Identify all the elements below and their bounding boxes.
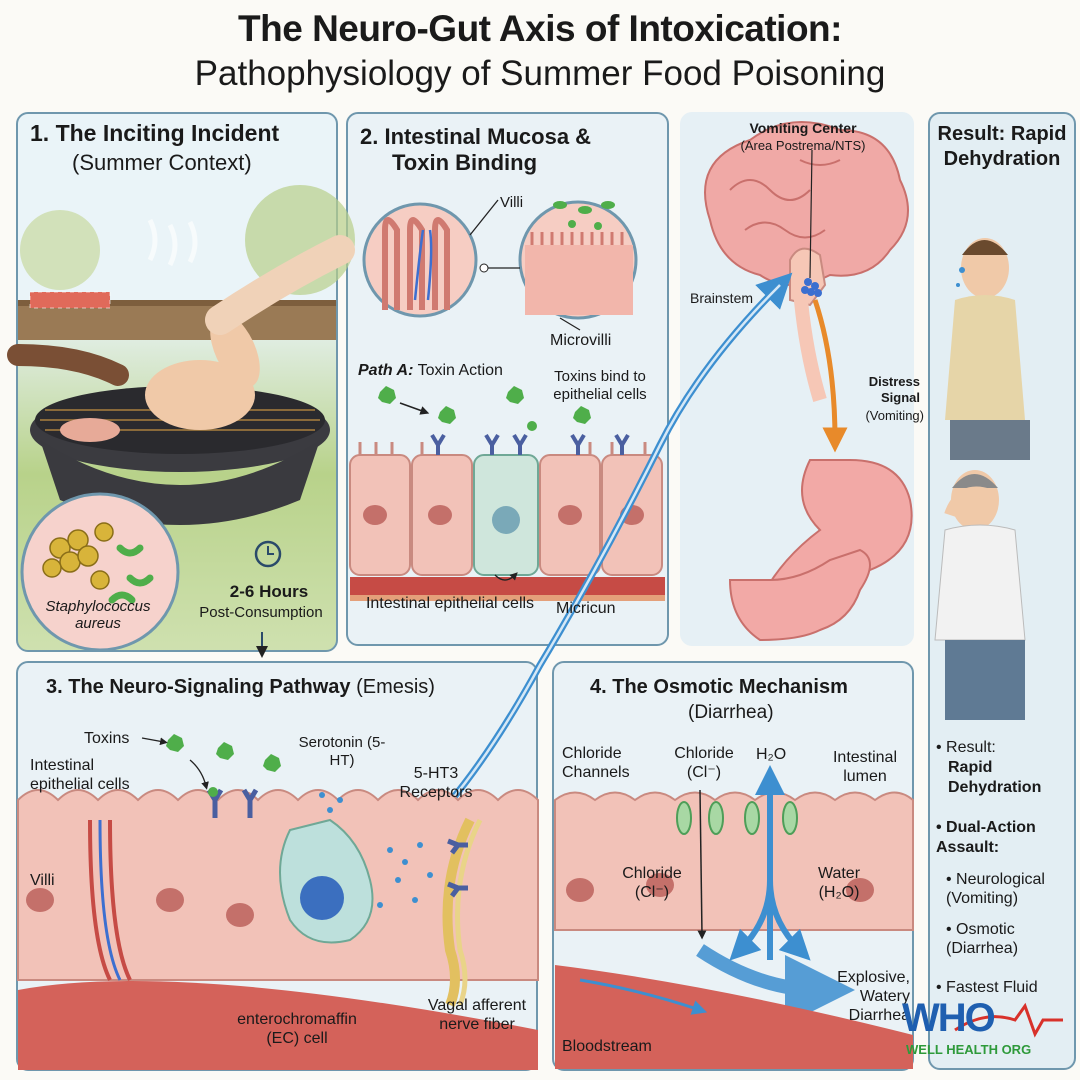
p3-villi-label: Villi	[30, 872, 55, 889]
epithelial-cells-label: Intestinal epithelial cells	[365, 595, 535, 612]
result-bullet-1: • Result:Rapid Dehydration	[936, 738, 1072, 798]
distress-signal-label: Distress Signal	[868, 374, 920, 405]
chloride-mid-label: Chloride (Cl⁻)	[622, 865, 682, 901]
intestinal-lumen-label: Intestinal lumen	[832, 749, 898, 785]
panel3-heading-bold: 3. The Neuro-Signaling Pathway	[46, 676, 351, 698]
who-logo-mark	[954, 1002, 1063, 1038]
brainstem-label: Brainstem	[690, 290, 754, 306]
serotonin-label: Serotonin (5-HT)	[298, 734, 386, 769]
neuro-signaling-illustration	[17, 734, 539, 1070]
vagal-fiber-label: Vagal afferent nerve fiber	[427, 997, 527, 1033]
ec-cell-label: enterochromaffin (EC) cell	[237, 1011, 357, 1047]
result-sub-1-text: Neurological (Vomiting)	[946, 871, 1045, 907]
result-sub-1: • Neurological (Vomiting)	[946, 871, 1045, 907]
bacteria-label: Staphylococcus aureus	[45, 598, 151, 632]
bloodstream-label: Bloodstream	[562, 1038, 652, 1055]
toxins-bind-label: Toxins bind to epithelial cells	[553, 368, 647, 403]
dehydrated-person-figures	[934, 238, 1030, 720]
time-sublabel: Post-Consumption	[199, 604, 323, 621]
result-bullet-3: • Fastest Fluid	[936, 979, 1038, 996]
brain-illustration	[704, 121, 913, 642]
area-postrema-label: (Area Postrema/NTS)	[740, 138, 866, 153]
bbq-scene	[7, 185, 355, 658]
result-bullet-2: • Dual-Action Assault:	[936, 819, 1036, 856]
panel4-subheading: (Diarrhea)	[688, 702, 774, 723]
result-sub-2: • Osmotic (Diarrhea)	[946, 921, 1019, 957]
panel4-heading: 4. The Osmotic Mechanism	[590, 676, 848, 698]
page-subtitle: Pathophysiology of Summer Food Poisoning	[194, 54, 886, 93]
microvilli-label: Microvilli	[550, 332, 612, 349]
h2o-label: H₂O	[756, 746, 787, 763]
panel1-subheading: (Summer Context)	[72, 150, 252, 175]
vomiting-center-label: Vomiting Center	[749, 120, 857, 136]
path-a-text: Toxin Action	[417, 362, 503, 379]
water-label: Water (H₂O)	[817, 865, 861, 901]
villi-label: Villi	[500, 194, 524, 211]
result-sub-2-text: Osmotic (Diarrhea)	[946, 921, 1019, 957]
receptors-label: 5-HT3 Receptors	[399, 765, 473, 801]
panel2-heading-line1: 2. Intestinal Mucosa &	[360, 124, 592, 149]
time-label: 2-6 Hours	[229, 582, 309, 601]
path-a-bold: Path A:	[358, 362, 414, 379]
p3-epithelial-label: Intestinal epithelial cells	[30, 757, 130, 793]
micricun-label: Micricun	[556, 600, 616, 617]
chloride-top-label: Chloride (Cl⁻)	[674, 745, 734, 781]
result-bullet-1-bold: Rapid Dehydration	[948, 759, 1042, 796]
result-bullet-1-prefix: Result:	[946, 739, 996, 756]
logo-letters: WHO	[902, 996, 996, 1040]
result-bullet-3-text: Fastest Fluid	[946, 979, 1038, 996]
result-bullet-2-bold: Dual-Action Assault:	[936, 819, 1036, 856]
chloride-channels-label: Chloride Channels	[562, 745, 630, 781]
panel1-heading: 1. The Inciting Incident	[30, 120, 280, 146]
toxins-label: Toxins	[84, 730, 130, 747]
page-title: The Neuro-Gut Axis of Intoxication:	[238, 8, 842, 49]
path-a-label: Path A: Toxin Action	[358, 362, 503, 380]
diarrhea-label: Explosive, Watery Diarrhea	[837, 969, 910, 1024]
result-heading: Result: Rapid Dehydration	[937, 123, 1067, 170]
logo-tagline: WELL HEALTH ORG	[906, 1042, 1032, 1057]
osmotic-illustration	[554, 765, 914, 1069]
distress-sub-label: (Vomiting)	[865, 408, 924, 423]
panel3-heading-normal: (Emesis)	[356, 676, 435, 698]
panel2-heading-line2: Toxin Binding	[392, 150, 538, 175]
panel3-heading: 3. The Neuro-Signaling Pathway (Emesis)	[46, 676, 435, 699]
